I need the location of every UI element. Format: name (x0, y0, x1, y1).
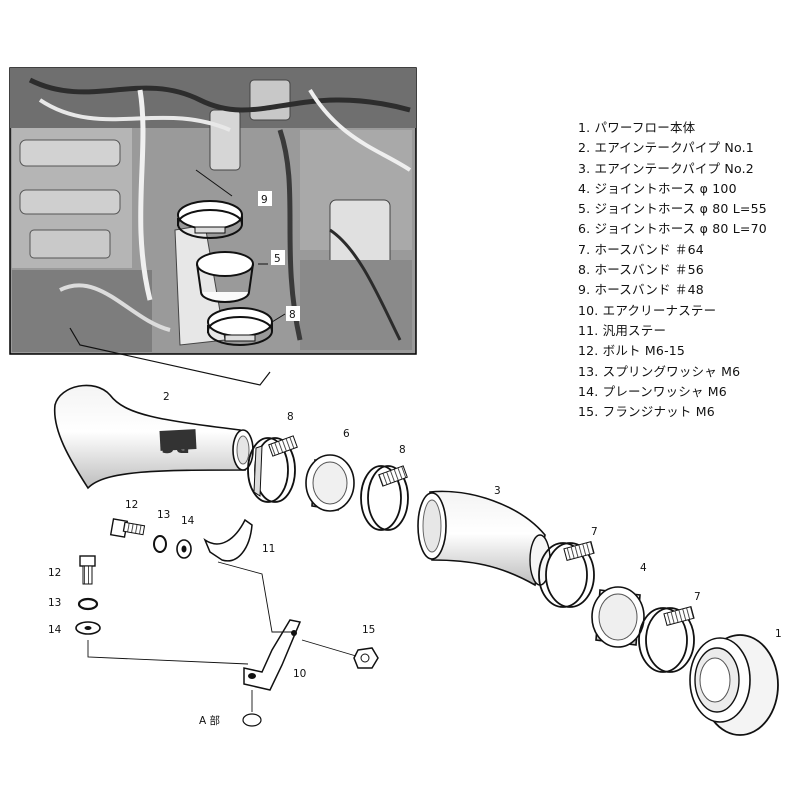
detail-a-ellipse (242, 713, 262, 727)
engine-bay-photo: 9 5 8 (9, 67, 417, 355)
parts-list-item: 12. ボルト M6-15 (578, 343, 686, 359)
hose-band-7b (638, 605, 695, 673)
callout-13a: 13 (157, 509, 170, 521)
parts-list-item: 15. フランジナット M6 (578, 404, 715, 420)
assembly-guide-lines (87, 561, 357, 712)
hose-band-8a (247, 435, 298, 503)
parts-list-item: 8. ホースバンド ＃56 (578, 262, 704, 278)
callout-13b: 13 (48, 597, 61, 609)
parts-list-item: 14. プレーンワッシャ M6 (578, 383, 727, 399)
parts-list-item: 3. エアインテークパイプ No.2 (578, 160, 754, 176)
callout-10: 10 (293, 668, 306, 680)
spring-washer-13b (77, 597, 99, 611)
general-stay-11 (203, 518, 253, 562)
callout-12b: 12 (48, 567, 61, 579)
photo-callout-5: 5 (274, 253, 281, 265)
hose-band-7a (538, 540, 595, 608)
parts-list-item: 9. ホースバンド ＃48 (578, 282, 704, 298)
callout-15: 15 (362, 624, 375, 636)
parts-list-item: 11. 汎用ステー (578, 322, 667, 338)
photo-callout-9: 9 (261, 194, 268, 206)
callout-3: 3 (494, 485, 501, 497)
callout-detail-a: A 部 (199, 714, 220, 727)
bolt-12b (79, 555, 96, 585)
pipe-logo-badge (159, 429, 197, 451)
parts-list-item: 2. エアインテークパイプ No.1 (578, 140, 754, 156)
intake-pipe-no2 (417, 490, 551, 587)
plain-washer-14a (176, 539, 192, 559)
parts-list-item: 7. ホースバンド ＃64 (578, 241, 704, 257)
parts-list-item: 1. パワーフロー本体 (578, 120, 696, 135)
projection-lines (69, 327, 271, 386)
callout-4: 4 (640, 562, 647, 574)
parts-list-item: 4. ジョイントホース φ 100 (578, 180, 737, 196)
callout-2: 2 (163, 391, 170, 403)
callout-14b: 14 (48, 624, 62, 636)
callout-12a: 12 (125, 499, 138, 511)
parts-list-item: 13. スプリングワッシャ M6 (578, 363, 741, 379)
callout-8a: 8 (287, 411, 294, 423)
joint-hose-6 (305, 454, 355, 512)
flange-nut-15 (353, 647, 379, 669)
callout-11: 11 (262, 543, 275, 555)
diagram-callouts: 2 8 6 8 3 7 4 7 1 12 13 14 11 12 13 14 1… (48, 391, 782, 727)
callout-7b: 7 (694, 591, 701, 603)
power-flow-filter-body (689, 634, 779, 736)
callout-8b: 8 (399, 444, 406, 456)
callout-14a: 14 (181, 515, 195, 527)
intake-pipe-no1: RS (53, 384, 254, 490)
air-cleaner-stay-10 (243, 619, 302, 691)
parts-list-item: 10. エアクリーナステー (578, 302, 717, 318)
plain-washer-14b (75, 621, 101, 635)
callout-6: 6 (343, 428, 350, 440)
bolt-12a (109, 518, 146, 538)
parts-list: 1. パワーフロー本体 2. エアインテークパイプ No.1 3. エアインテー… (578, 118, 767, 422)
spring-washer-13a (153, 535, 167, 553)
hose-band-8b (360, 465, 409, 531)
callout-1: 1 (775, 628, 782, 640)
parts-list-item: 6. ジョイントホース φ 80 L=70 (578, 221, 767, 237)
parts-list-item: 5. ジョイントホース φ 80 L=55 (578, 201, 767, 217)
photo-callout-8: 8 (289, 309, 296, 321)
joint-hose-4 (591, 586, 645, 648)
callout-7a: 7 (591, 526, 598, 538)
